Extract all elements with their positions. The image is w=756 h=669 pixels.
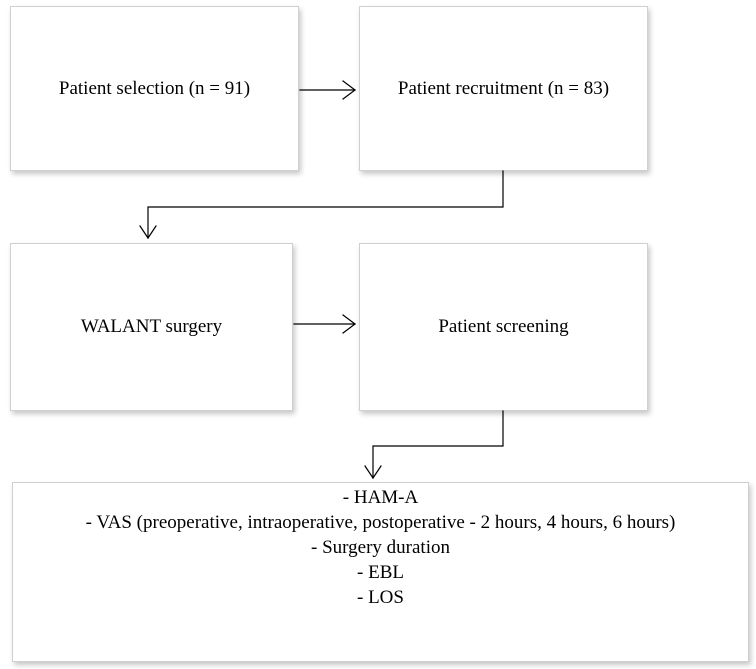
outcome-surgery-duration: - Surgery duration — [311, 537, 450, 558]
patient-selection-label: Patient selection (n = 91) — [58, 77, 251, 99]
patient-screening-box: Patient screening — [359, 243, 648, 411]
arrow-selection-to-recruitment — [299, 80, 356, 100]
outcome-vas: - VAS (preoperative, intraoperative, pos… — [85, 512, 676, 533]
patient-screening-label: Patient screening — [438, 316, 569, 337]
arrow-walant-to-screening — [293, 314, 356, 334]
patient-recruitment-label: Patient recruitment (n = 83) — [397, 77, 610, 99]
walant-surgery-label: WALANT surgery — [80, 316, 223, 337]
outcome-ham-a: - HAM-A — [342, 487, 419, 508]
outcome-ebl: - EBL — [357, 562, 404, 583]
patient-recruitment-box: Patient recruitment (n = 83) — [359, 6, 648, 171]
arrow-recruitment-to-walant — [139, 170, 504, 240]
arrow-screening-to-outcomes — [364, 410, 504, 480]
outcome-los: - LOS — [357, 587, 404, 608]
walant-surgery-box: WALANT surgery — [10, 243, 293, 411]
outcome-measures-box: - HAM-A - VAS (preoperative, intraoperat… — [12, 482, 749, 662]
patient-selection-box: Patient selection (n = 91) — [10, 6, 299, 171]
